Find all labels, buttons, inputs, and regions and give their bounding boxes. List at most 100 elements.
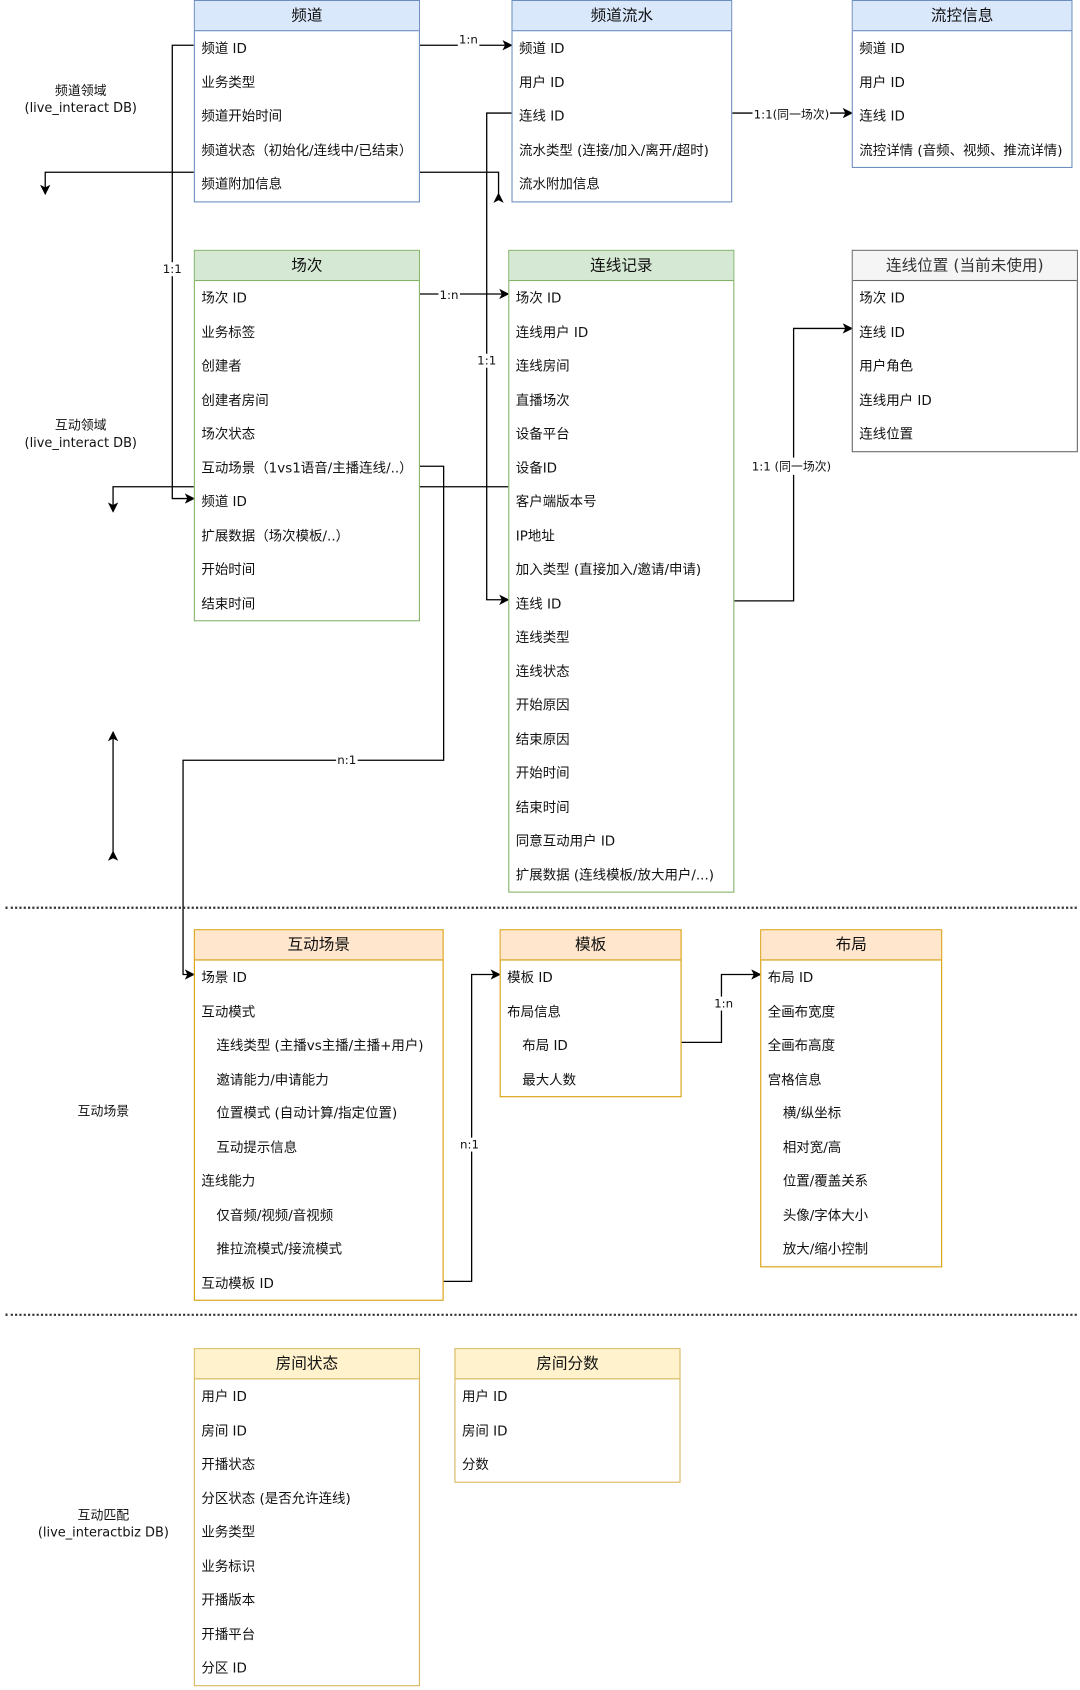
table-field[interactable]: 频道 ID [201, 493, 247, 510]
table-field[interactable]: 分区状态 (是否允许连线) [201, 1489, 351, 1506]
table-field[interactable]: 互动提示信息 [216, 1138, 298, 1155]
table-field[interactable]: 布局 ID [522, 1036, 568, 1054]
table-field[interactable]: 房间 ID [201, 1421, 247, 1439]
table-field[interactable]: 连线用户 ID [859, 391, 932, 408]
table-field[interactable]: 房间 ID [461, 1421, 508, 1439]
table-field[interactable]: 位置模式 (自动计算/指定位置) [216, 1104, 398, 1121]
table-field[interactable]: 结束时间 [515, 798, 570, 815]
table-field[interactable]: 连线用户 ID [515, 323, 589, 340]
table-field[interactable]: 连线位置 [859, 425, 914, 442]
table-field[interactable]: 邀请能力/申请能力 [216, 1070, 329, 1088]
domain-label-match: 互动匹配(live_interactbiz DB) [37, 1507, 169, 1540]
table-field[interactable]: 场景 ID [201, 969, 247, 986]
table-field[interactable]: 连线状态 [515, 662, 570, 679]
table-field[interactable]: 开始原因 [515, 696, 570, 713]
table-field[interactable]: 结束原因 [515, 730, 570, 747]
table-field[interactable]: 频道 ID [519, 39, 565, 56]
table-field[interactable]: 业务类型 [201, 73, 256, 90]
table-field[interactable]: 频道 ID [201, 39, 247, 56]
table-field[interactable]: 业务标识 [201, 1557, 256, 1574]
table-field[interactable]: 连线类型 (主播vs主播/主播+用户) [216, 1036, 424, 1054]
table-field[interactable]: 场次 ID [859, 289, 905, 306]
table-field[interactable]: 流水附加信息 [519, 175, 600, 192]
table-field[interactable]: 位置/覆盖关系 [782, 1172, 869, 1189]
table-field[interactable]: 连线 ID [859, 107, 905, 124]
table-field[interactable]: 开始时间 [515, 764, 570, 781]
table-field[interactable]: 仅音频/视频/音视频 [216, 1206, 334, 1223]
table-field[interactable]: 业务类型 [201, 1523, 256, 1540]
table-field[interactable]: 流控详情 (音频、视频、推流详情) [859, 141, 1063, 158]
table-field[interactable]: 用户角色 [859, 357, 914, 374]
table-field[interactable]: 设备ID [515, 459, 558, 476]
table-field[interactable]: 最大人数 [522, 1070, 577, 1088]
table-field[interactable]: 放大/缩小控制 [782, 1240, 869, 1257]
table-field[interactable]: 全画布宽度 [767, 1003, 836, 1020]
table-field[interactable]: 用户 ID [201, 1387, 247, 1405]
table-field[interactable]: IP地址 [515, 527, 555, 544]
table-field[interactable]: 用户 ID [461, 1387, 508, 1405]
table-field[interactable]: 互动场景（1vs1语音/主播连线/..） [201, 459, 413, 476]
table-field[interactable]: 场次 ID [201, 289, 247, 306]
relation-connector [443, 969, 501, 1283]
table-field[interactable]: 连线 ID [515, 594, 562, 612]
table-field[interactable]: 互动模板 ID [201, 1274, 274, 1291]
table-field[interactable]: 开播平台 [201, 1625, 256, 1642]
table-field[interactable]: 布局 ID [767, 969, 814, 986]
table-field[interactable]: 用户 ID [859, 73, 905, 90]
table-field[interactable]: 连线能力 [201, 1172, 256, 1189]
table-field[interactable]: 连线 ID [859, 323, 905, 340]
table-field[interactable]: 头像/字体大小 [782, 1206, 869, 1223]
table-field[interactable]: 流水类型 (连接/加入/离开/超时) [519, 141, 709, 158]
table-field[interactable]: 场次 ID [515, 289, 562, 306]
table-field[interactable]: 布局信息 [507, 1003, 562, 1020]
table-field[interactable]: 连线 ID [519, 107, 565, 124]
table-field[interactable]: 连线房间 [515, 357, 570, 374]
table-field[interactable]: 横/纵坐标 [782, 1104, 842, 1121]
table-field[interactable]: 分数 [461, 1455, 489, 1472]
table-field[interactable]: 开始时间 [201, 561, 256, 578]
table-field[interactable]: 互动模式 [201, 1003, 256, 1020]
table-field[interactable]: 场次状态 [201, 425, 256, 442]
table-field[interactable]: 模板 ID [507, 969, 553, 986]
table-field[interactable]: 频道附加信息 [201, 175, 283, 192]
table-field[interactable]: 结束时间 [201, 594, 256, 612]
table-field[interactable]: 分区 ID [201, 1659, 247, 1676]
table-field[interactable]: 开播状态 [201, 1455, 256, 1472]
table-field[interactable]: 频道 ID [859, 39, 905, 56]
table-field[interactable]: 相对宽/高 [782, 1138, 842, 1155]
relation-label: 1:n [713, 996, 735, 1011]
table-field[interactable]: 频道状态（初始化/连线中/已结束） [201, 141, 413, 158]
table-field[interactable]: 频道开始时间 [201, 107, 283, 124]
table-field[interactable]: 设备平台 [515, 425, 570, 442]
table-field[interactable]: 同意互动用户 ID [515, 832, 616, 849]
table-title: 频道流水 [512, 1, 732, 32]
table-field[interactable]: 宫格信息 [767, 1070, 822, 1088]
table-field[interactable]: 创建者房间 [201, 391, 269, 408]
table-field[interactable]: 加入类型 (直接加入/邀请/申请) [515, 561, 702, 578]
table-field[interactable]: 直播场次 [515, 391, 570, 408]
relation-label: 1:1 [161, 262, 183, 277]
table-1[interactable]: 频道流水频道 ID 用户 ID 连线 ID 流水类型 (连接/加入/离开/超时) 流水附… [511, 0, 733, 202]
table-field[interactable]: 客户端版本号 [515, 493, 597, 510]
table-9[interactable]: 房间状态用户 ID 房间 ID 开播状态分区状态 (是否允许连线) 业务类型业务标识开… [193, 1348, 420, 1686]
relation-label: n:1 [336, 753, 358, 768]
table-field[interactable]: 创建者 [201, 357, 242, 374]
table-field[interactable]: 全画布高度 [767, 1036, 836, 1054]
table-field[interactable]: 推拉流模式/接流模式 [216, 1240, 343, 1257]
table-field[interactable]: 用户 ID [519, 73, 565, 90]
table-field[interactable]: 扩展数据（场次模板/..） [201, 527, 350, 544]
table-title: 房间状态 [194, 1349, 419, 1380]
table-field[interactable]: 扩展数据 (连线模板/放大用户/...) [515, 866, 715, 883]
table-field[interactable]: 业务标签 [201, 323, 256, 340]
table-field[interactable]: 开播版本 [201, 1591, 256, 1608]
table-field[interactable]: 连线类型 [515, 628, 570, 646]
